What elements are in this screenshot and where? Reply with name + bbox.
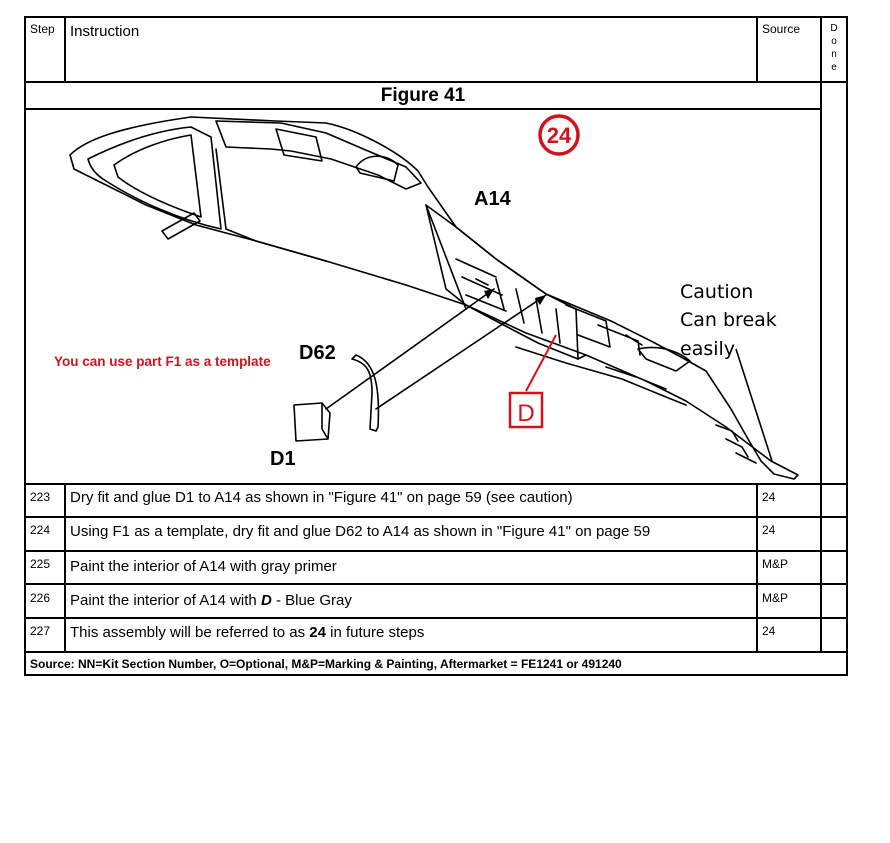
rule-top bbox=[24, 16, 848, 18]
step-instruction-226: Paint the interior of A14 with D - Blue … bbox=[70, 592, 352, 609]
step-instruction-227: This assembly will be referred to as 24 … bbox=[70, 624, 424, 641]
tail-detail bbox=[715, 424, 757, 464]
tail-section bbox=[637, 346, 691, 372]
step-instruction-text: Paint the interior of A14 with bbox=[70, 592, 261, 609]
sill-rail bbox=[515, 346, 687, 406]
rule-row-226 bbox=[24, 617, 848, 619]
done-letter-n: n bbox=[831, 49, 837, 60]
rule-header-bottom bbox=[24, 81, 848, 83]
step-source-223: 24 bbox=[762, 490, 776, 504]
rear-frame-dome bbox=[355, 155, 399, 182]
done-checkbox-223[interactable] bbox=[822, 485, 846, 516]
figure-title: Figure 41 bbox=[380, 85, 466, 106]
rule-done-col-rows bbox=[820, 483, 822, 653]
rule-step-col-rows bbox=[64, 483, 66, 653]
rule-row-227 bbox=[24, 651, 848, 653]
header-instruction: Instruction bbox=[70, 23, 140, 40]
rule-source-col bbox=[756, 16, 758, 83]
paint-callout-pointer bbox=[525, 334, 557, 392]
step-source-224: 24 bbox=[762, 523, 776, 537]
step-instruction-text: - Blue Gray bbox=[271, 592, 352, 609]
figure-41-illustration: 24 D A14 D62 D1 You can use part F1 as a… bbox=[26, 109, 821, 483]
done-letter-e: e bbox=[831, 62, 837, 73]
done-checkbox-224[interactable] bbox=[822, 518, 846, 550]
rule-row-223 bbox=[24, 516, 848, 518]
step-instruction-223: Dry fit and glue D1 to A14 as shown in "… bbox=[70, 489, 573, 506]
canopy-frame-inner bbox=[113, 134, 202, 218]
step-instruction-text: in future steps bbox=[325, 624, 425, 641]
arrowhead-d62 bbox=[535, 295, 546, 305]
rule-bottom bbox=[24, 674, 848, 676]
part-d62-shape bbox=[351, 354, 380, 432]
step-instruction-225: Paint the interior of A14 with gray prim… bbox=[70, 558, 337, 575]
step-instruction-text: This assembly will be referred to as bbox=[70, 624, 310, 641]
rule-done-col bbox=[820, 16, 822, 484]
figure-41-drawing: 24 D A14 D62 D1 You can use part F1 as a… bbox=[54, 114, 799, 480]
assembly-number: 24 bbox=[309, 624, 326, 641]
a14-side-panel bbox=[215, 148, 327, 262]
caution-line-1: Caution bbox=[680, 281, 753, 303]
step-number-224: 224 bbox=[30, 523, 51, 537]
rear-frame-hatch bbox=[275, 128, 323, 162]
header-step: Step bbox=[30, 22, 55, 36]
rule-left bbox=[24, 16, 26, 676]
arrow-d1 bbox=[325, 288, 495, 410]
step-source-227: 24 bbox=[762, 624, 776, 638]
arrowhead-d1 bbox=[484, 289, 494, 299]
label-d62: D62 bbox=[299, 342, 336, 364]
step-instruction-224: Using F1 as a template, dry fit and glue… bbox=[70, 523, 650, 540]
part-d1-shape bbox=[293, 402, 331, 442]
step-instruction-text: Paint the interior of A14 with gray prim… bbox=[70, 558, 337, 575]
rule-figure-title-bottom bbox=[24, 108, 822, 110]
paint-callout-box bbox=[508, 391, 544, 429]
step-source-225: M&P bbox=[762, 557, 789, 571]
step-instruction-text: Dry fit and glue D1 to A14 as shown in "… bbox=[70, 489, 573, 506]
done-letter-d: D bbox=[830, 23, 838, 34]
step-number-225: 225 bbox=[30, 557, 51, 571]
caution-line-2: Can break bbox=[680, 309, 777, 331]
step-number-223: 223 bbox=[30, 490, 51, 504]
panel-edge bbox=[577, 354, 667, 390]
canopy-frame bbox=[87, 126, 222, 230]
caution-pointer bbox=[735, 348, 773, 462]
header-source: Source bbox=[762, 22, 801, 36]
rear-frame bbox=[215, 120, 422, 190]
step-source-226: M&P bbox=[762, 591, 789, 605]
a14-outline bbox=[69, 116, 799, 480]
paint-code: D bbox=[260, 592, 272, 609]
rule-row-224 bbox=[24, 550, 848, 552]
assembly-badge-ring bbox=[538, 114, 580, 156]
label-a14: A14 bbox=[474, 188, 512, 210]
header-done: D o n e bbox=[826, 22, 842, 74]
done-letter-o: o bbox=[831, 36, 837, 47]
caution-line-3: easily bbox=[680, 338, 735, 360]
rule-step-col bbox=[64, 16, 66, 83]
paint-callout-text: D bbox=[517, 400, 534, 427]
assembly-badge-text: 24 bbox=[547, 123, 572, 148]
done-checkbox-226[interactable] bbox=[822, 585, 846, 617]
rule-source-col-rows bbox=[756, 483, 758, 653]
done-checkbox-227[interactable] bbox=[822, 619, 846, 651]
arrow-d62 bbox=[375, 294, 547, 410]
rule-row-225 bbox=[24, 583, 848, 585]
source-legend: Source: NN=Kit Section Number, O=Optiona… bbox=[30, 657, 622, 671]
a14-handle bbox=[161, 212, 201, 240]
step-number-227: 227 bbox=[30, 624, 51, 638]
rule-right bbox=[846, 16, 848, 676]
step-number-226: 226 bbox=[30, 591, 51, 605]
step-instruction-text: Using F1 as a template, dry fit and glue… bbox=[70, 523, 651, 540]
template-note: You can use part F1 as a template bbox=[54, 354, 271, 369]
side-strip bbox=[425, 204, 467, 310]
done-checkbox-225[interactable] bbox=[822, 552, 846, 583]
panel-ribs bbox=[455, 258, 561, 344]
label-d1: D1 bbox=[270, 448, 296, 470]
rule-figure-bottom bbox=[24, 483, 848, 485]
